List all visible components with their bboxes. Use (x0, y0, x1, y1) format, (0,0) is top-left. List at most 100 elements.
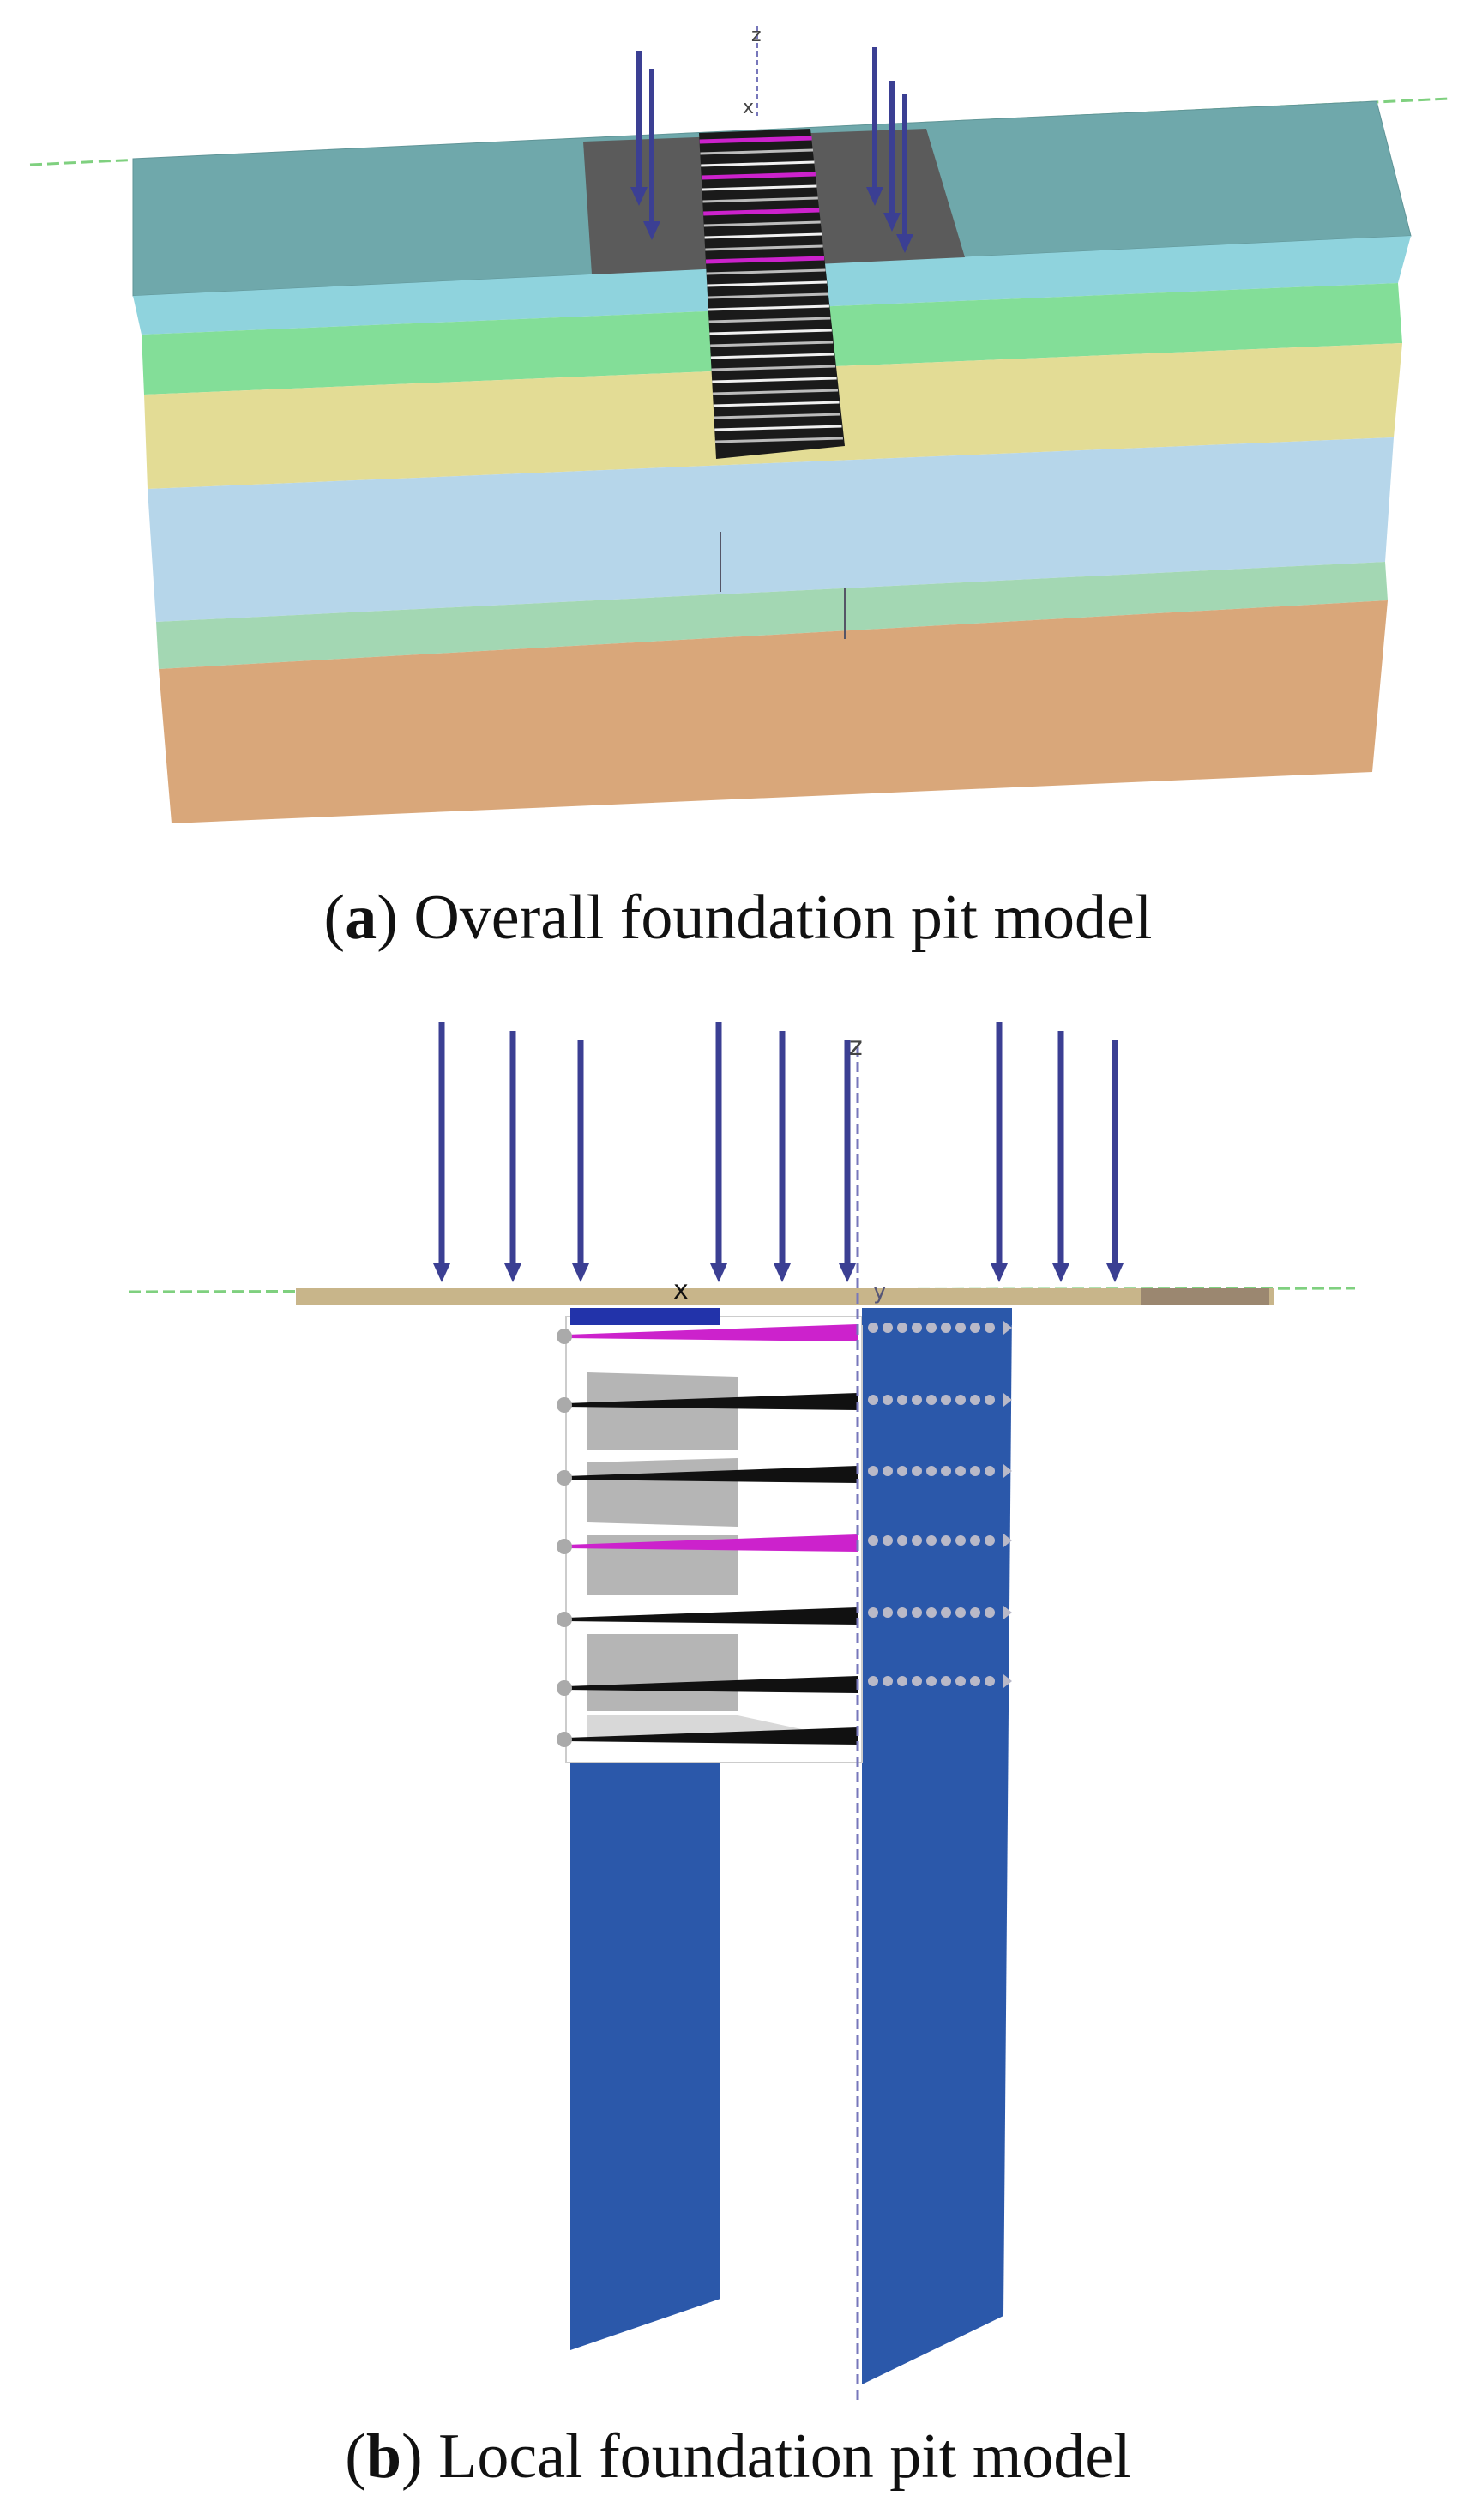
anchor-bead (941, 1323, 951, 1333)
strut-magenta (566, 1534, 858, 1552)
pit-shadow-1 (587, 1372, 738, 1450)
load-arrow (991, 1022, 1008, 1282)
ground-plate (296, 1288, 1274, 1305)
strut-magenta (699, 136, 812, 144)
axis-indicator: z x (743, 25, 762, 118)
panel-b-local-model: z x y (0, 995, 1476, 2402)
soil-layer-5 (156, 562, 1388, 669)
anchor-rows (868, 1321, 1012, 1688)
strut-end-node (557, 1397, 572, 1413)
anchor-bead (897, 1395, 907, 1405)
anchor-bead (970, 1607, 980, 1618)
internal-struts (557, 1324, 858, 1747)
anchor-bead (955, 1323, 966, 1333)
strut-line (702, 196, 818, 203)
load-arrow (504, 1031, 521, 1282)
strut-line (700, 148, 814, 155)
anchor-bead (912, 1323, 922, 1333)
axis-y-label: y (873, 1279, 886, 1305)
anchor-bead (970, 1395, 980, 1405)
anchor-bead (985, 1607, 995, 1618)
strut-magenta (703, 208, 820, 216)
anchor-bead (883, 1395, 893, 1405)
strut-end-node (557, 1732, 572, 1747)
axis-x-label: x (743, 97, 754, 118)
strut-line (708, 304, 829, 311)
strut-magenta (705, 256, 825, 264)
anchor-bead (883, 1607, 893, 1618)
anchor-bead (985, 1535, 995, 1546)
anchor-bead (985, 1676, 995, 1686)
load-arrows (630, 47, 913, 253)
load-arrow (883, 81, 901, 232)
load-arrow (866, 47, 883, 206)
strut-end-node (557, 1329, 572, 1344)
load-arrow (896, 94, 913, 253)
anchor-bead (883, 1535, 893, 1546)
strut-end-node (557, 1612, 572, 1627)
anchor-bead (868, 1607, 878, 1618)
anchor-bead (868, 1323, 878, 1333)
crown-beam-right (862, 1308, 1012, 1325)
anchor-bead (955, 1466, 966, 1476)
anchor-tip (1003, 1606, 1012, 1619)
anchor-bead (883, 1466, 893, 1476)
anchor-bead (941, 1466, 951, 1476)
caption-a-letter: a (345, 883, 377, 953)
pit-shadow-4 (587, 1634, 738, 1711)
strut-levels (699, 136, 843, 443)
anchor-bead (883, 1323, 893, 1333)
strut-line (714, 425, 842, 431)
axis-z-label: z (751, 25, 762, 46)
strut-line (705, 244, 823, 251)
strut-end-node (557, 1539, 572, 1554)
diaphragm-wall-right (862, 1308, 1012, 2384)
anchor-bead (985, 1323, 995, 1333)
anchor-bead (883, 1676, 893, 1686)
anchor-bead (926, 1395, 937, 1405)
axis-x-label: x (673, 1275, 689, 1305)
anchor-bead (926, 1676, 937, 1686)
anchor-bead (941, 1395, 951, 1405)
anchor-bead (897, 1535, 907, 1546)
strut-line (714, 413, 841, 419)
anchor-bead (955, 1395, 966, 1405)
strut-line (712, 377, 837, 383)
anchor-bead (897, 1466, 907, 1476)
panel-a-overall-model: z x (0, 0, 1476, 858)
anchor-bead (868, 1395, 878, 1405)
load-arrow (433, 1022, 450, 1282)
strut-line (714, 437, 843, 443)
anchor-bead (926, 1607, 937, 1618)
load-arrow (1052, 1031, 1069, 1282)
anchor-bead (912, 1466, 922, 1476)
strut-end-node (557, 1680, 572, 1696)
anchor-bead (970, 1323, 980, 1333)
soil-layer-6 (159, 600, 1388, 823)
strut-line (708, 317, 831, 323)
load-arrow (710, 1022, 727, 1282)
load-arrow (839, 1040, 856, 1282)
strut-line (710, 353, 834, 359)
anchor-bead (941, 1535, 951, 1546)
load-arrow (643, 69, 660, 240)
anchor-bead (970, 1535, 980, 1546)
pit-shadow-3 (587, 1535, 738, 1595)
strut-line (706, 268, 826, 275)
strut-black (566, 1676, 858, 1693)
strut-line (710, 341, 834, 347)
load-arrow (572, 1040, 589, 1282)
anchor-tip (1003, 1534, 1012, 1547)
strut-magenta (701, 172, 816, 180)
strut-line (709, 329, 832, 335)
strut-black (566, 1466, 858, 1483)
anchor-bead (955, 1607, 966, 1618)
caption-b-letter: b (365, 2421, 401, 2492)
crown-beam (570, 1308, 720, 1325)
strut-magenta (566, 1324, 858, 1341)
anchor-bead (955, 1535, 966, 1546)
strut-line (713, 389, 839, 395)
anchor-bead (970, 1466, 980, 1476)
anchor-bead (868, 1466, 878, 1476)
strut-black (566, 1607, 858, 1625)
